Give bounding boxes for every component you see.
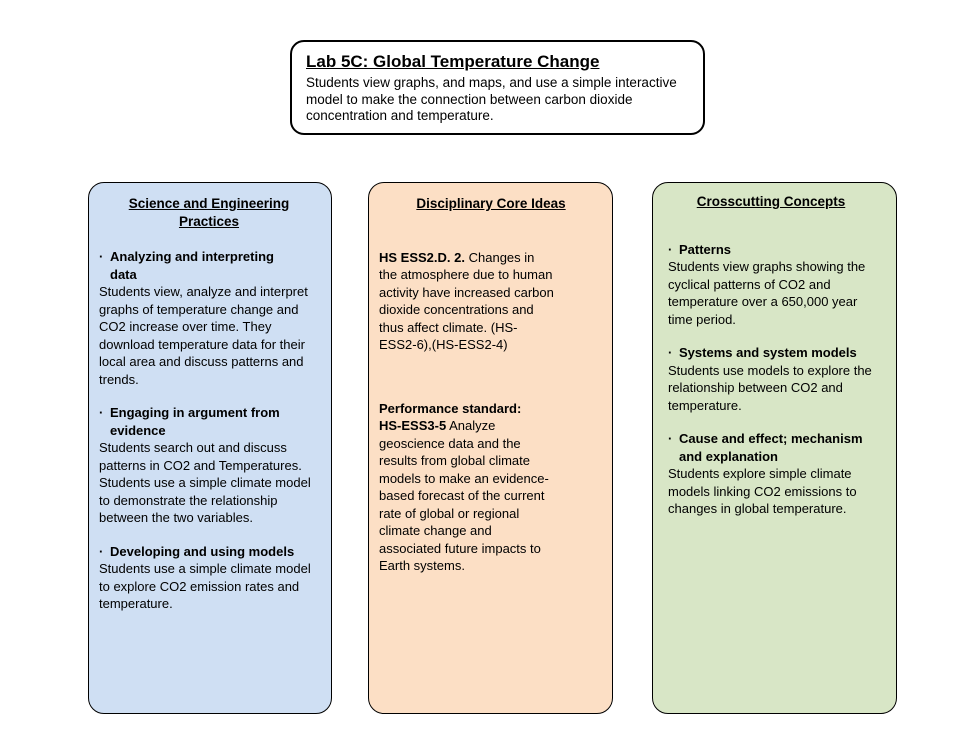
column-header: Science and Engineering Practices bbox=[128, 196, 290, 229]
bullet-icon: · bbox=[99, 249, 104, 264]
standard-code: HS-ESS3-5 bbox=[379, 418, 447, 433]
practice-section: · Developing and using models Students u… bbox=[99, 543, 319, 613]
title-box: Lab 5C: Global Temperature Change Studen… bbox=[290, 40, 705, 135]
section-heading-text: Systems and system models bbox=[679, 345, 857, 360]
concept-section: · Patterns Students view graphs showing … bbox=[668, 241, 874, 329]
core-idea-paragraph: HS ESS2.D. 2. Changes in the atmosphere … bbox=[379, 249, 554, 354]
section-heading-text: Analyzing and interpreting data bbox=[110, 249, 274, 282]
bullet-icon: · bbox=[668, 431, 673, 446]
section-heading-text: Cause and effect; mechanism and explanat… bbox=[679, 431, 863, 464]
column-header: Disciplinary Core Ideas bbox=[416, 196, 566, 211]
practice-section: · Analyzing and interpreting data Studen… bbox=[99, 248, 319, 388]
section-heading: · Developing and using models bbox=[99, 543, 319, 561]
section-heading: · Engaging in argument from evidence bbox=[99, 404, 319, 439]
section-body: Students search out and discuss patterns… bbox=[99, 440, 311, 525]
section-body: Students use models to explore the relat… bbox=[668, 362, 872, 413]
section-heading-text: Patterns bbox=[679, 241, 732, 257]
column-header: Crosscutting Concepts bbox=[696, 194, 846, 209]
column-science-engineering-practices: Science and Engineering Practices · Anal… bbox=[88, 182, 332, 714]
section-heading: · Analyzing and interpreting data bbox=[99, 248, 319, 283]
concept-section: · Systems and system models Students use… bbox=[668, 344, 874, 414]
lab-description: Students view graphs, and maps, and use … bbox=[306, 75, 677, 123]
lab-title: Lab 5C: Global Temperature Change bbox=[306, 52, 600, 71]
bullet-icon: · bbox=[99, 405, 104, 420]
standard-text: Changes in the atmosphere due to human a… bbox=[379, 249, 554, 353]
concept-section: · Cause and effect; mechanism and explan… bbox=[668, 430, 874, 518]
column-crosscutting-concepts: Crosscutting Concepts · Patterns Student… bbox=[652, 182, 897, 714]
section-heading: · Systems and system models bbox=[668, 344, 874, 362]
performance-standard-paragraph: Performance standard: HS-ESS3-5 Analyze g… bbox=[379, 400, 554, 575]
standard-code: HS ESS2.D. 2. bbox=[379, 249, 465, 265]
standard-text: Analyze geoscience data and the results … bbox=[379, 418, 549, 573]
performance-standard-label: Performance standard: bbox=[379, 400, 522, 416]
bullet-icon: · bbox=[668, 345, 673, 360]
column-disciplinary-core-ideas: Disciplinary Core Ideas HS ESS2.D. 2. Ch… bbox=[368, 182, 613, 714]
section-body: Students explore simple climate models l… bbox=[668, 466, 857, 516]
section-heading: · Cause and effect; mechanism and explan… bbox=[668, 430, 874, 465]
section-body: Students use a simple climate model to e… bbox=[99, 561, 311, 611]
bullet-icon: · bbox=[99, 543, 104, 559]
section-heading-text: Engaging in argument from evidence bbox=[110, 405, 280, 438]
section-body: Students view graphs showing the cyclica… bbox=[668, 259, 866, 327]
practice-section: · Engaging in argument from evidence Stu… bbox=[99, 404, 319, 527]
section-heading-text: Developing and using models bbox=[110, 543, 295, 559]
bullet-icon: · bbox=[668, 241, 673, 257]
section-heading: · Patterns bbox=[668, 241, 874, 259]
section-body: Students view, analyze and interpret gra… bbox=[99, 284, 308, 387]
